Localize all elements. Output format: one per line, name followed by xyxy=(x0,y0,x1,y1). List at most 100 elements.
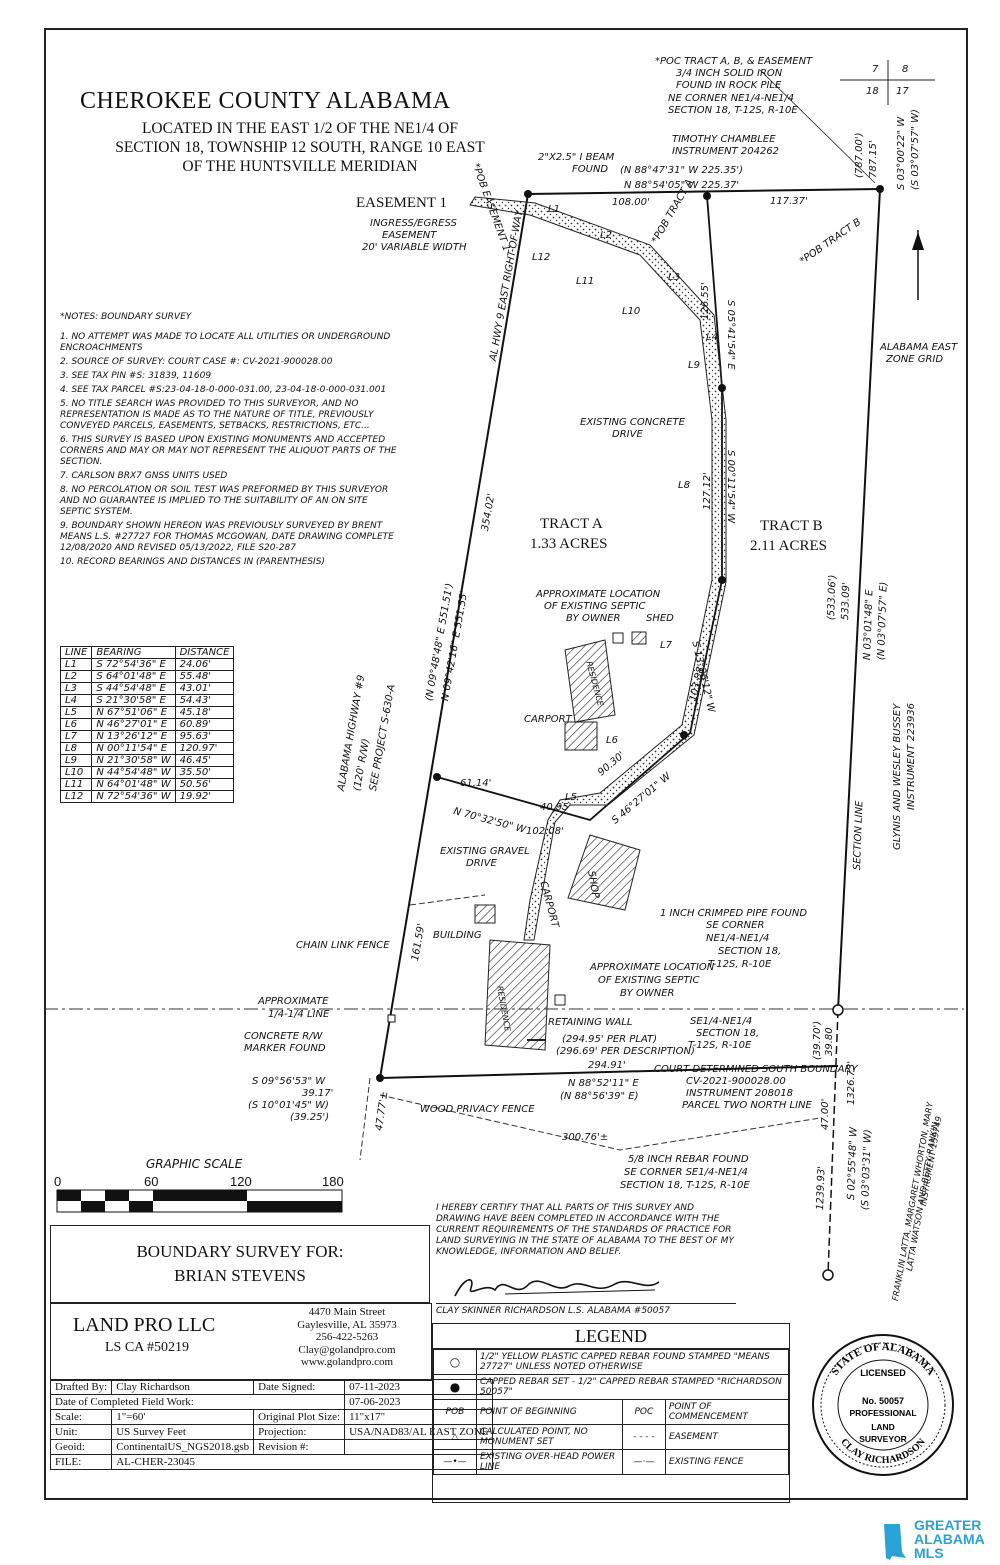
poc-label-4: NE CORNER NE1/4-NE1/4 xyxy=(668,93,795,104)
survey-notes: *NOTES: BOUNDARY SURVEY 1. NO ATTEMPT WA… xyxy=(60,312,400,571)
line-label: L5 xyxy=(565,792,577,803)
septic-label: APPROXIMATE LOCATION xyxy=(590,962,715,973)
cell: 43.01' xyxy=(174,682,235,695)
record-distance: (296.69' PER DESCRIPTION) xyxy=(556,1046,695,1057)
signature-line xyxy=(436,1303,736,1304)
note-item: 10. RECORD BEARINGS AND DISTANCES IN (PA… xyxy=(60,557,325,567)
scale-tick: 180 xyxy=(322,1174,344,1189)
cell: 95.63' xyxy=(174,730,235,743)
info-value: 1"=60' xyxy=(111,1409,255,1425)
seal-land: LAND xyxy=(871,1422,895,1432)
cell: L10 xyxy=(59,766,93,779)
septic-label: BY OWNER xyxy=(566,613,621,624)
cell: 55.48' xyxy=(174,670,235,683)
line-label: L8 xyxy=(678,480,690,491)
gravel-label: EXISTING GRAVEL xyxy=(440,846,530,857)
drawing-info-table: Drafted By: Clay Richardson Date Signed:… xyxy=(49,1379,494,1470)
legend-abbr: POC xyxy=(621,1399,666,1425)
record-distance: (294.95' PER PLAT) xyxy=(562,1034,658,1045)
table-header: DISTANCE xyxy=(174,646,235,659)
info-label: Projection: xyxy=(253,1424,346,1440)
residence-south xyxy=(484,939,551,1051)
cell: L6 xyxy=(59,718,93,731)
info-value: Clay Richardson xyxy=(111,1379,255,1395)
cell: L9 xyxy=(59,754,93,767)
note-item: 1. NO ATTEMPT WAS MADE TO LOCATE ALL UTI… xyxy=(60,332,391,353)
monument-label: SE CORNER SE1/4-NE1/4 xyxy=(624,1167,748,1178)
powerline-icon: —•— xyxy=(433,1449,477,1475)
tract-b-label: TRACT B xyxy=(760,518,823,534)
distance-label: 126.55' xyxy=(700,282,711,320)
court-boundary-label: COURT DETERMINED SOUTH BOUNDARY xyxy=(654,1064,858,1075)
cell: S 21°30'58" E xyxy=(91,694,176,707)
line-label: L2 xyxy=(600,230,612,241)
monument-label: MARKER FOUND xyxy=(244,1043,326,1054)
cell: L2 xyxy=(59,670,93,683)
distance-label: 40.95' xyxy=(540,802,572,813)
scale-tick: 60 xyxy=(144,1174,159,1189)
septic-box-2 xyxy=(554,994,566,1006)
cell: 19.92' xyxy=(174,790,235,803)
graphic-scale-label: GRAPHIC SCALE xyxy=(146,1157,243,1171)
easement-label: 20' VARIABLE WIDTH xyxy=(362,242,467,253)
seal-surveyor: SURVEYOR xyxy=(859,1434,907,1444)
page-title: CHEROKEE COUNTY ALABAMA xyxy=(80,88,451,114)
monument-label: T-12S, R-10E xyxy=(708,959,772,970)
legend-text: EXISTING FENCE xyxy=(664,1449,790,1475)
septic-label: BY OWNER xyxy=(620,988,675,999)
west-boundary xyxy=(379,193,529,1079)
cell: 60.89' xyxy=(174,718,235,731)
poc-label: *POC TRACT A, B, & EASEMENT xyxy=(655,56,813,67)
note-item: 5. NO TITLE SEARCH WAS PROVIDED TO THIS … xyxy=(60,399,374,431)
line-label: L11 xyxy=(576,276,595,287)
monument-label: SECTION 18, xyxy=(718,946,782,957)
legend: LEGEND ○1/2" YELLOW PLASTIC CAPPED REBAR… xyxy=(432,1323,790,1503)
table-header: BEARING xyxy=(91,646,176,659)
adjoiner-label: TIMOTHY CHAMBLEE xyxy=(672,134,776,145)
scale-tick: 120 xyxy=(230,1174,252,1189)
poc-label-5: SECTION 18, T-12S, R-10E xyxy=(668,105,798,116)
legend-text: POINT OF BEGINNING xyxy=(476,1399,623,1425)
section-number: 18 xyxy=(866,86,879,97)
quarter-line-label: APPROXIMATE xyxy=(258,996,329,1007)
company-contact: 4470 Main Street Gaylesville, AL 35973 2… xyxy=(287,1306,407,1369)
carport-north xyxy=(564,721,598,751)
note-item: 7. CARLSON BRX7 GNSS UNITS USED xyxy=(60,471,228,481)
cell: 54.43' xyxy=(174,694,235,707)
note-item: 8. NO PERCOLATION OR SOIL TEST WAS PREFO… xyxy=(60,485,389,517)
logo-text: ALABAMA xyxy=(914,1531,985,1547)
address-line: 4470 Main Street xyxy=(308,1306,386,1318)
tract-a-label: TRACT A xyxy=(540,516,603,532)
cell: N 67°51'06" E xyxy=(91,706,176,719)
cell: N 44°54'48" W xyxy=(91,766,176,779)
distance-label: (533.06') xyxy=(826,574,839,621)
bearing-label: (N 88°56'39" E) xyxy=(560,1091,639,1102)
adjoiner-label: GLYNIS AND WESLEY BUSSEY xyxy=(892,703,903,850)
seal-professional: PROFESSIONAL xyxy=(849,1408,916,1418)
info-value: US Survey Feet xyxy=(111,1424,255,1440)
bearing-label: N 88°54'05" W 225.37' xyxy=(624,180,740,191)
distance-label: 61.14' xyxy=(460,778,492,789)
distance-label: 39.80 xyxy=(824,1027,835,1056)
cell: L3 xyxy=(59,682,93,695)
cell: L12 xyxy=(59,790,93,803)
info-label: Original Plot Size: xyxy=(253,1409,346,1425)
building xyxy=(474,904,496,924)
legend-text: CALCULATED POINT, NO MONUMENT SET xyxy=(476,1424,623,1450)
cell: L8 xyxy=(59,742,93,755)
fence-label: CHAIN LINK FENCE xyxy=(296,940,390,951)
line-label: L3 xyxy=(668,272,680,283)
surveyor-seal: STATE OF ALABAMA CLAY RICHARDSON LICENSE… xyxy=(812,1334,954,1476)
section-label: SECTION 18, xyxy=(696,1028,760,1039)
septic-label: OF EXISTING SEPTIC xyxy=(544,601,646,612)
easement-title: EASEMENT 1 xyxy=(356,195,447,211)
phone: 256-422-5263 xyxy=(315,1331,379,1343)
distance-label: 108.00' xyxy=(612,197,650,208)
cell: L4 xyxy=(59,694,93,707)
legend-text: CAPPED REBAR SET - 1/2" CAPPED REBAR STA… xyxy=(476,1374,789,1400)
